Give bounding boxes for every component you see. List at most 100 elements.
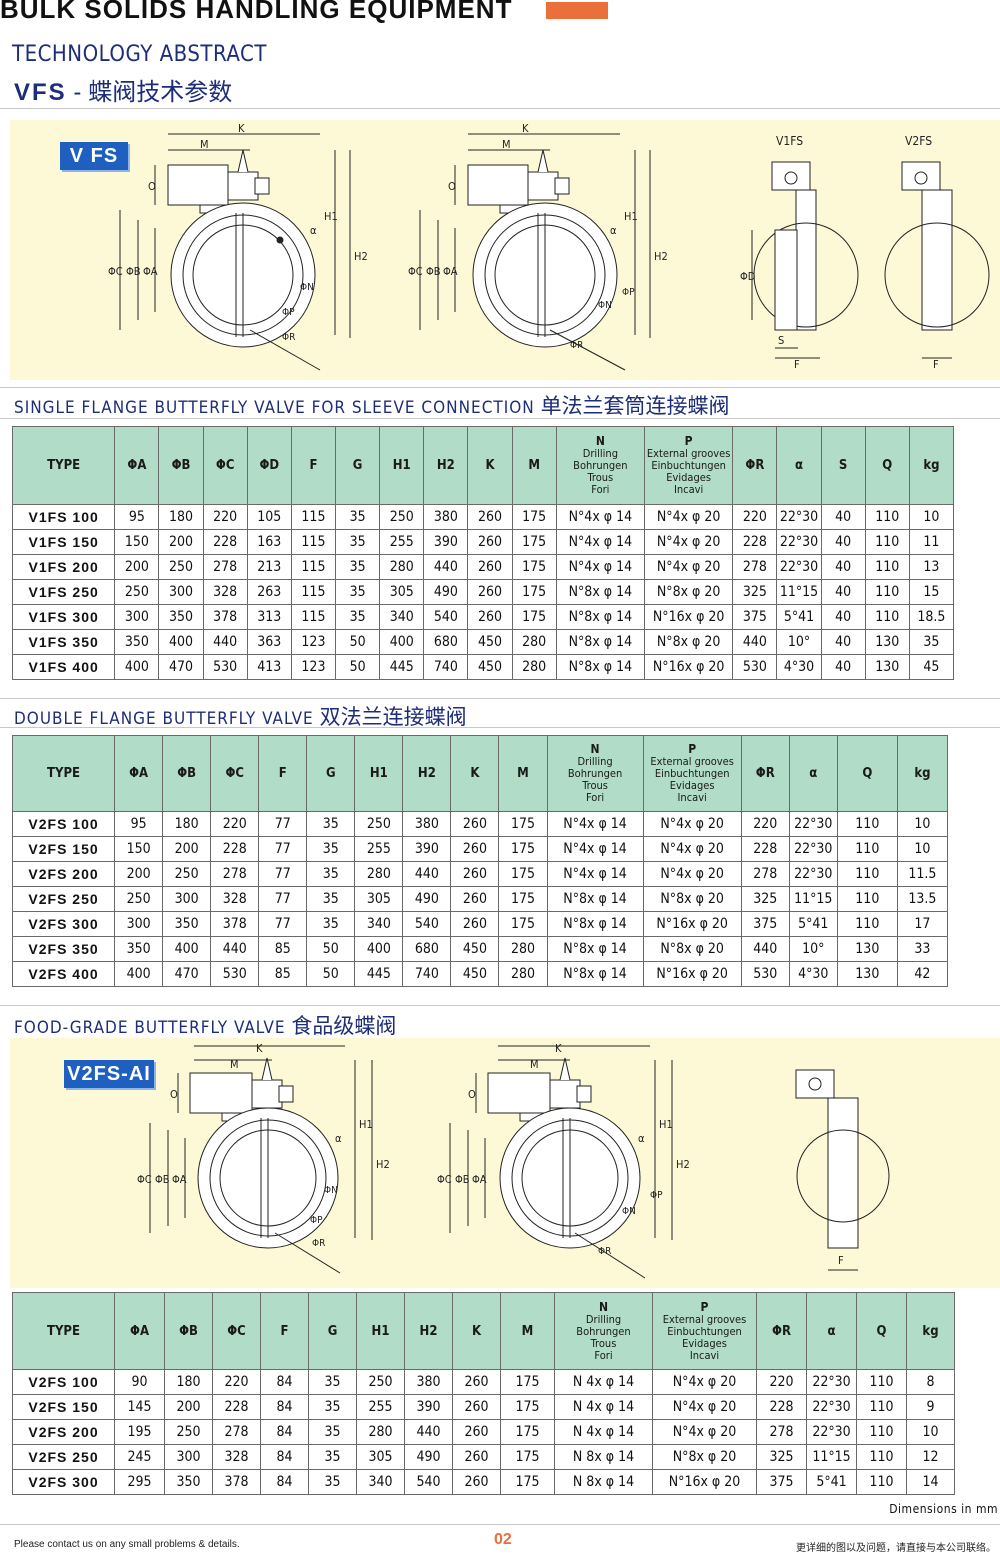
value-cell: 228 — [212, 1394, 261, 1420]
value-cell: 130 — [864, 629, 910, 655]
value-cell: 175 — [498, 911, 548, 937]
value-cell: 11.5 — [896, 861, 949, 887]
value-cell: 278 — [732, 554, 778, 580]
value-cell: 35 — [306, 861, 356, 887]
type-cell: V2FS 300 — [11, 911, 116, 937]
header-cell: G — [335, 426, 381, 505]
value-cell: 10 — [906, 1419, 955, 1445]
value-cell: 440 — [404, 1419, 453, 1445]
value-cell: 263 — [246, 579, 292, 605]
value-cell: N°4x φ 14 — [555, 554, 646, 580]
header-cell: K — [450, 735, 500, 812]
header-cell: F — [290, 426, 337, 505]
value-cell: 22°30 — [806, 1369, 857, 1395]
label-n-2: ΦN — [598, 300, 612, 311]
value-cell: N°4x φ 20 — [643, 554, 734, 580]
value-cell: N°4x φ 20 — [652, 1419, 757, 1445]
value-cell: 260 — [452, 1469, 501, 1495]
header-line: Drilling — [577, 755, 613, 768]
value-cell: 35 — [308, 1394, 357, 1420]
value-cell: 445 — [354, 961, 404, 987]
value-cell: 110 — [856, 1419, 907, 1445]
value-cell: 228 — [210, 836, 260, 862]
value-cell: 22°30 — [776, 554, 822, 580]
label-r-2: ΦR — [570, 340, 583, 351]
value-cell: 10° — [776, 629, 822, 655]
value-cell: 14 — [906, 1469, 955, 1495]
label-c: ΦC — [108, 265, 123, 278]
label-h1: H1 — [324, 210, 338, 223]
value-cell: 35 — [908, 629, 955, 655]
value-cell: 200 — [114, 861, 164, 887]
value-cell: 115 — [290, 579, 337, 605]
value-cell: 200 — [158, 529, 204, 555]
type-cell: V2FS 400 — [11, 961, 116, 987]
value-cell: 400 — [379, 629, 425, 655]
value-cell: 450 — [450, 961, 500, 987]
header-line: Bohrungen — [567, 767, 623, 780]
value-cell: 5°41 — [776, 604, 822, 630]
value-cell: 300 — [114, 604, 160, 630]
valve-drawing-1 — [119, 133, 351, 371]
label-alpha: α — [310, 224, 317, 237]
value-cell: 40 — [820, 529, 866, 555]
header-line: P — [684, 434, 693, 448]
value-cell: 110 — [836, 836, 898, 862]
value-cell: 380 — [404, 1369, 453, 1395]
value-cell: 260 — [467, 529, 513, 555]
label-k-2: K — [522, 122, 529, 135]
value-cell: 84 — [260, 1444, 309, 1470]
header-cell: F — [260, 1292, 309, 1370]
value-cell: 110 — [856, 1444, 907, 1470]
value-cell: 40 — [820, 654, 866, 680]
value-cell: 13 — [908, 554, 955, 580]
value-cell: 115 — [290, 529, 337, 555]
value-cell: 490 — [404, 1444, 453, 1470]
value-cell: 278 — [212, 1419, 261, 1445]
divider — [0, 418, 1000, 419]
header-cell: H2 — [402, 735, 452, 812]
header-title: BULK SOLIDS HANDLING EQUIPMENT — [0, 0, 513, 24]
type-cell: V2FS 250 — [12, 1444, 115, 1470]
food-grade-drawings: K M O H1 H2 ΦC ΦB ΦA α ΦN ΦP ΦR K M O H1… — [137, 1042, 890, 1279]
value-cell: 175 — [498, 886, 548, 912]
divider — [0, 108, 1000, 109]
value-cell: 35 — [335, 604, 381, 630]
value-cell: N°4x φ 20 — [642, 836, 742, 862]
value-cell: 175 — [511, 529, 557, 555]
header-line: Trous — [582, 779, 608, 792]
value-cell: 130 — [864, 654, 910, 680]
value-cell: N°8x φ 14 — [546, 911, 644, 937]
type-cell: V2FS 250 — [11, 886, 116, 912]
value-cell: 180 — [162, 811, 212, 837]
value-cell: 300 — [114, 911, 164, 937]
value-cell: 470 — [158, 654, 204, 680]
header-line: P — [688, 742, 697, 756]
value-cell: 280 — [498, 961, 548, 987]
food-label-o: O — [170, 1088, 178, 1101]
value-cell: 35 — [308, 1444, 357, 1470]
divider — [0, 727, 1000, 728]
value-cell: 250 — [379, 504, 425, 530]
header-line: Incavi — [673, 483, 704, 496]
food-label-alpha: α — [335, 1132, 342, 1145]
value-cell: 305 — [356, 1444, 405, 1470]
value-cell: 400 — [114, 654, 160, 680]
label-r: ΦR — [282, 332, 295, 343]
header-line: Incavi — [677, 791, 707, 804]
value-cell: 22°30 — [788, 861, 838, 887]
value-cell: 110 — [864, 554, 910, 580]
value-cell: 11°15 — [788, 886, 838, 912]
type-cell: V1FS 200 — [11, 554, 116, 580]
header-cell: ΦC — [212, 1292, 261, 1370]
value-cell: 280 — [511, 654, 557, 680]
value-cell: 278 — [756, 1419, 807, 1445]
header-line: Evidages — [666, 471, 712, 484]
value-cell: 260 — [452, 1419, 501, 1445]
value-cell: 490 — [402, 886, 452, 912]
value-cell: 175 — [500, 1419, 555, 1445]
value-cell: 40 — [820, 504, 866, 530]
